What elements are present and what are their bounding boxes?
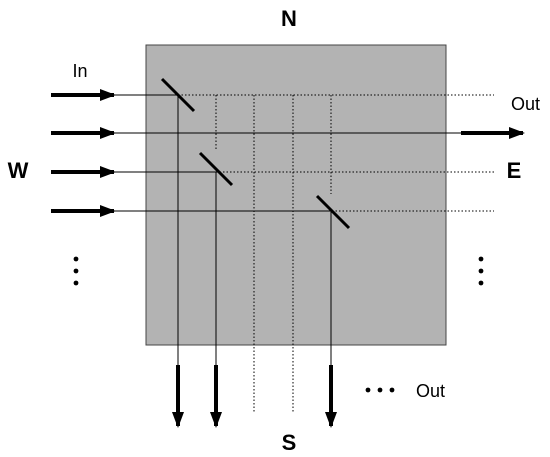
switch-panel <box>145 44 447 346</box>
north-label: N <box>281 6 297 31</box>
column-signal-lines <box>177 95 332 365</box>
south-label: S <box>282 430 297 455</box>
dotted-column-lines <box>215 95 332 412</box>
east-label: E <box>507 158 522 183</box>
switch-mirrors <box>160 77 351 230</box>
input-arrows <box>51 89 116 217</box>
row-signal-lines <box>110 94 462 212</box>
out-east-label: Out <box>511 94 540 114</box>
ellipsis-south <box>365 387 395 393</box>
ellipsis-east <box>478 256 484 286</box>
switch-mirror-3 <box>315 194 351 230</box>
switch-mirror-2 <box>198 151 234 187</box>
west-label: W <box>8 158 29 183</box>
output-arrows-south <box>172 365 337 428</box>
switch-mirror-1 <box>160 77 196 113</box>
ellipsis-west <box>73 256 79 286</box>
in-label: In <box>72 61 87 81</box>
out-south-label: Out <box>416 381 445 401</box>
